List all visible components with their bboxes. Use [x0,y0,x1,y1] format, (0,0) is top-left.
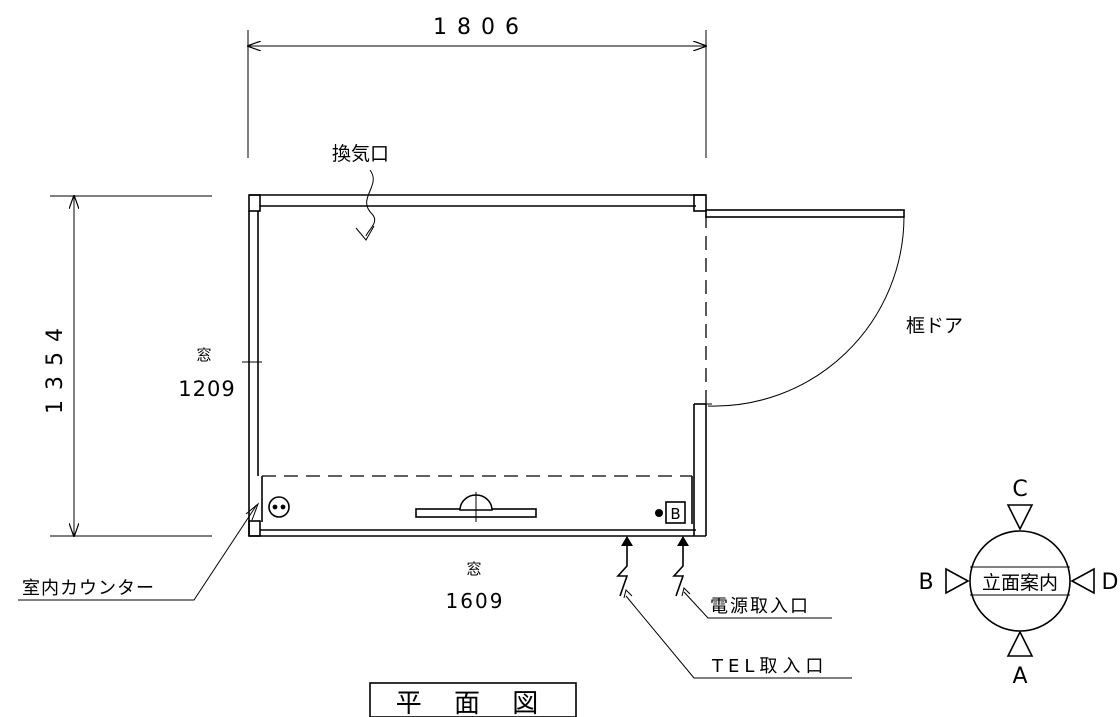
vent-label: 換気口 [332,143,389,165]
compass-right-label: D [1102,570,1119,595]
power-inlet-annotation: 電源取入口 [681,587,832,619]
height-dimension-label: 1354 [43,318,68,414]
bottom-window-dimension: 1609 [446,589,505,613]
door-label: 框ドア [906,315,963,337]
height-dimension: 1354 [43,196,212,536]
counter-label: 室内カウンター [22,578,155,599]
outlet-symbol [268,496,290,518]
drawing-title: 平 面 図 [369,682,577,717]
tel-inlet-label: TEL取入口 [711,656,828,677]
bottom-window-label: 窓 [466,560,481,578]
outlet-marker-label: B [670,505,680,523]
vent-annotation: 換気口 [332,143,389,241]
left-window-label: 窓 [196,346,211,364]
compass-bottom-label: A [1012,664,1027,689]
tel-inlet-annotation: TEL取入口 [623,589,852,679]
compass-top-label: C [1012,477,1027,502]
left-window-dimension: 1209 [178,377,235,401]
compass-left-label: B [918,570,933,595]
elevation-compass: 立面案内 C A B D [918,477,1118,689]
drawing-title-text: 平 面 図 [396,689,551,717]
compass-center-label: 立面案内 [982,572,1058,594]
power-inlet-arrow [672,536,689,597]
tel-inlet-arrow [616,536,633,597]
room-walls [242,194,707,537]
door-leaf [705,209,905,407]
power-inlet-label: 電源取入口 [710,596,810,617]
outlet-marker: B [655,501,686,524]
bottom-window-annotation: 窓 1609 [446,560,505,613]
width-dimension-label: 1806 [433,15,529,40]
counter [261,475,693,524]
width-dimension: 1806 [248,15,706,158]
counter-annotation: 室内カウンター [18,502,260,601]
left-window-annotation: 窓 1209 [178,346,235,401]
